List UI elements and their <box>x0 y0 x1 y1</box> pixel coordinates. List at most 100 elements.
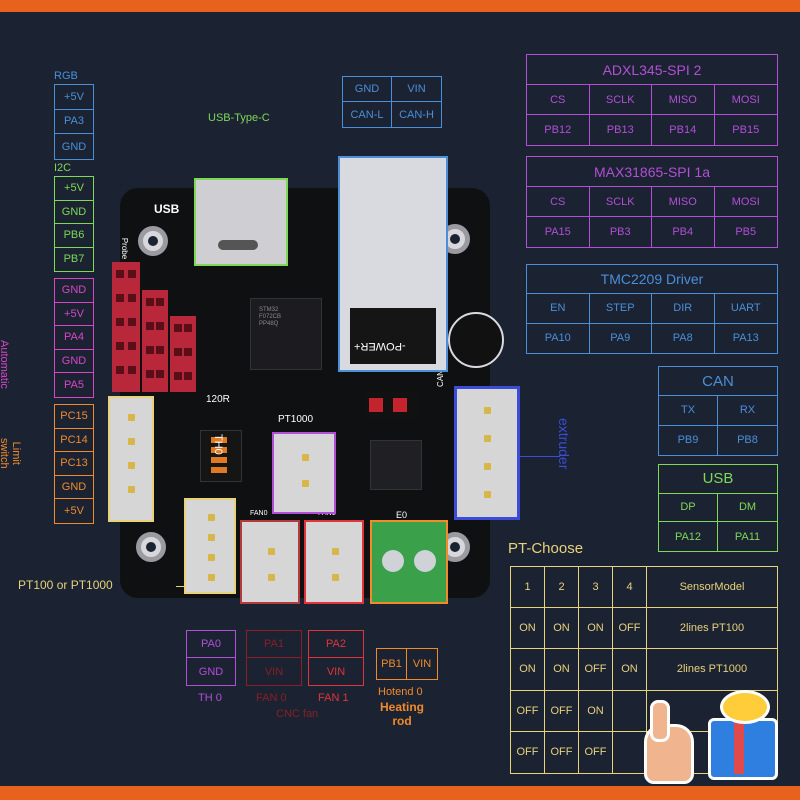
pt-choose-head: 2 <box>545 567 579 609</box>
usb-val: PA12 <box>659 522 718 551</box>
board-label-e0: E0 <box>396 510 408 520</box>
max-val: PA15 <box>527 217 590 247</box>
tmc-head: DIR <box>652 294 715 324</box>
gift-sticker-icon <box>690 680 786 780</box>
pt-choose-cell: ON <box>545 608 579 650</box>
tmc-head: UART <box>714 294 777 324</box>
i2c-header <box>142 290 168 392</box>
pt-choose-table: 1 2 3 4 SensorModel ON ON ON OFF 2lines … <box>510 566 778 774</box>
fan0-title: FAN 0 <box>256 692 287 704</box>
limit-pin: +5V <box>64 505 84 518</box>
frame-top-border <box>0 0 800 12</box>
leveling-pin: +5V <box>55 303 93 327</box>
can-head: RX <box>718 396 777 426</box>
rgb-pin: GND <box>61 140 87 153</box>
max-head: CS <box>527 187 590 217</box>
adxl-head: SCLK <box>589 85 652 115</box>
th0-connector <box>272 432 336 514</box>
tmc-title: TMC2209 Driver <box>527 265 777 295</box>
extruder-title: extruder <box>556 418 572 470</box>
board-label-120r: 120R <box>206 394 230 405</box>
pt-choose-cell: ON <box>613 649 647 691</box>
i2c-title: I2C <box>54 162 72 174</box>
adxl-head: MOSI <box>714 85 777 115</box>
can-val: PB9 <box>659 425 718 455</box>
pt-choose-cell: OFF <box>545 731 579 773</box>
dip-switch <box>200 430 242 482</box>
pt100-leader-line <box>176 586 184 587</box>
leveling-pin: GND <box>55 279 93 303</box>
mount-hole-bottom-left <box>136 532 166 562</box>
max-head: MISO <box>652 187 715 217</box>
adxl-head: CS <box>527 85 590 115</box>
max-val: PB4 <box>652 217 715 247</box>
pt-choose-cell <box>613 690 647 732</box>
tmc-head: STEP <box>589 294 652 324</box>
limit-pin: PC13 <box>55 452 93 476</box>
th0-pin: GND <box>198 665 224 678</box>
can-power-cell: CAN-H <box>399 108 434 121</box>
usb-title: USB <box>659 465 777 494</box>
fan1-pin: PA2 <box>309 631 363 658</box>
adxl-val: PB14 <box>652 115 715 145</box>
fan1-title: FAN 1 <box>318 692 349 704</box>
fan0-pin: PA1 <box>247 631 301 658</box>
max-title: MAX31865-SPI 1a <box>527 157 777 187</box>
pt100-connector <box>184 498 236 594</box>
hotend-terminal <box>370 520 448 604</box>
can-val: PB8 <box>737 434 758 447</box>
pt-choose-cell: 2lines PT100 <box>647 608 777 650</box>
max-val: PB5 <box>735 226 757 238</box>
extruder-connector <box>454 386 520 520</box>
usb-val: PA11 <box>734 530 761 543</box>
probe-header <box>112 262 140 392</box>
tmc-head: EN <box>527 294 590 324</box>
i2c-pin: PB7 <box>63 253 85 266</box>
capacitor <box>448 312 504 368</box>
rgb-pin: +5V <box>55 85 93 110</box>
limit-pin: GND <box>55 476 93 500</box>
adxl-val: PB13 <box>590 115 652 145</box>
frame-bottom-border <box>0 786 800 800</box>
pt-choose-cell: ON <box>511 608 545 650</box>
leveling-pin: PA5 <box>64 379 84 392</box>
leveling-pin-table: GND +5V PA4 GND PA5 <box>54 278 94 398</box>
pt-choose-cell: ON <box>545 649 579 691</box>
usb-table: USB DP DM PA12 PA11 <box>658 464 778 552</box>
pt-choose-cell: OFF <box>579 649 613 691</box>
hand-icon <box>636 694 696 784</box>
i2c-pin: +5V <box>55 177 93 201</box>
th0-pin-table: PA0 GND <box>186 630 236 686</box>
max-head: SCLK <box>589 187 652 217</box>
board-label-pt1000: PT1000 <box>278 414 314 425</box>
can-table: CAN TX RX PB9 PB8 <box>658 366 778 456</box>
power-can-connector: -POWER+ <box>338 156 448 372</box>
pt-choose-cell: ON <box>579 608 613 650</box>
tmc-val: PA13 <box>732 332 759 345</box>
rgb-pin: PA3 <box>55 110 93 135</box>
hotend-pin-table: PB1 VIN <box>376 648 438 680</box>
driver-chip <box>370 440 422 490</box>
th0-title: TH 0 <box>198 692 222 704</box>
adxl-table: ADXL345-SPI 2 CS SCLK MISO MOSI PB12 PB1… <box>526 54 778 146</box>
power-label: -POWER+ <box>354 340 406 352</box>
pt-choose-cell: ON <box>579 690 613 732</box>
fan1-connector <box>304 520 364 604</box>
pt100-label: PT100 or PT1000 <box>18 578 113 592</box>
pt-choose-cell: ON <box>511 649 545 691</box>
can-power-cell: VIN <box>392 77 441 102</box>
pt-choose-head: 3 <box>579 567 613 609</box>
can-power-cell: CAN-L <box>343 102 392 127</box>
limit-title: Limit switch <box>0 438 22 469</box>
leveling-title: Automatic leveling <box>0 340 10 389</box>
extruder-leader-line <box>520 456 560 457</box>
hotend-sub: Heating rod <box>380 700 425 728</box>
fan1-pin: VIN <box>326 665 346 678</box>
can-power-table: GND VIN CAN-L CAN-H <box>342 76 442 128</box>
usb-head: DP <box>659 493 718 523</box>
i2c-pin-table: +5V GND PB6 PB7 <box>54 176 94 272</box>
limit-pin-table: PC15 PC14 PC13 GND +5V <box>54 404 94 524</box>
th0-pin: PA0 <box>187 631 235 658</box>
board-label-fan0: FAN0 <box>250 510 268 517</box>
pt-choose-head: 1 <box>511 567 545 609</box>
